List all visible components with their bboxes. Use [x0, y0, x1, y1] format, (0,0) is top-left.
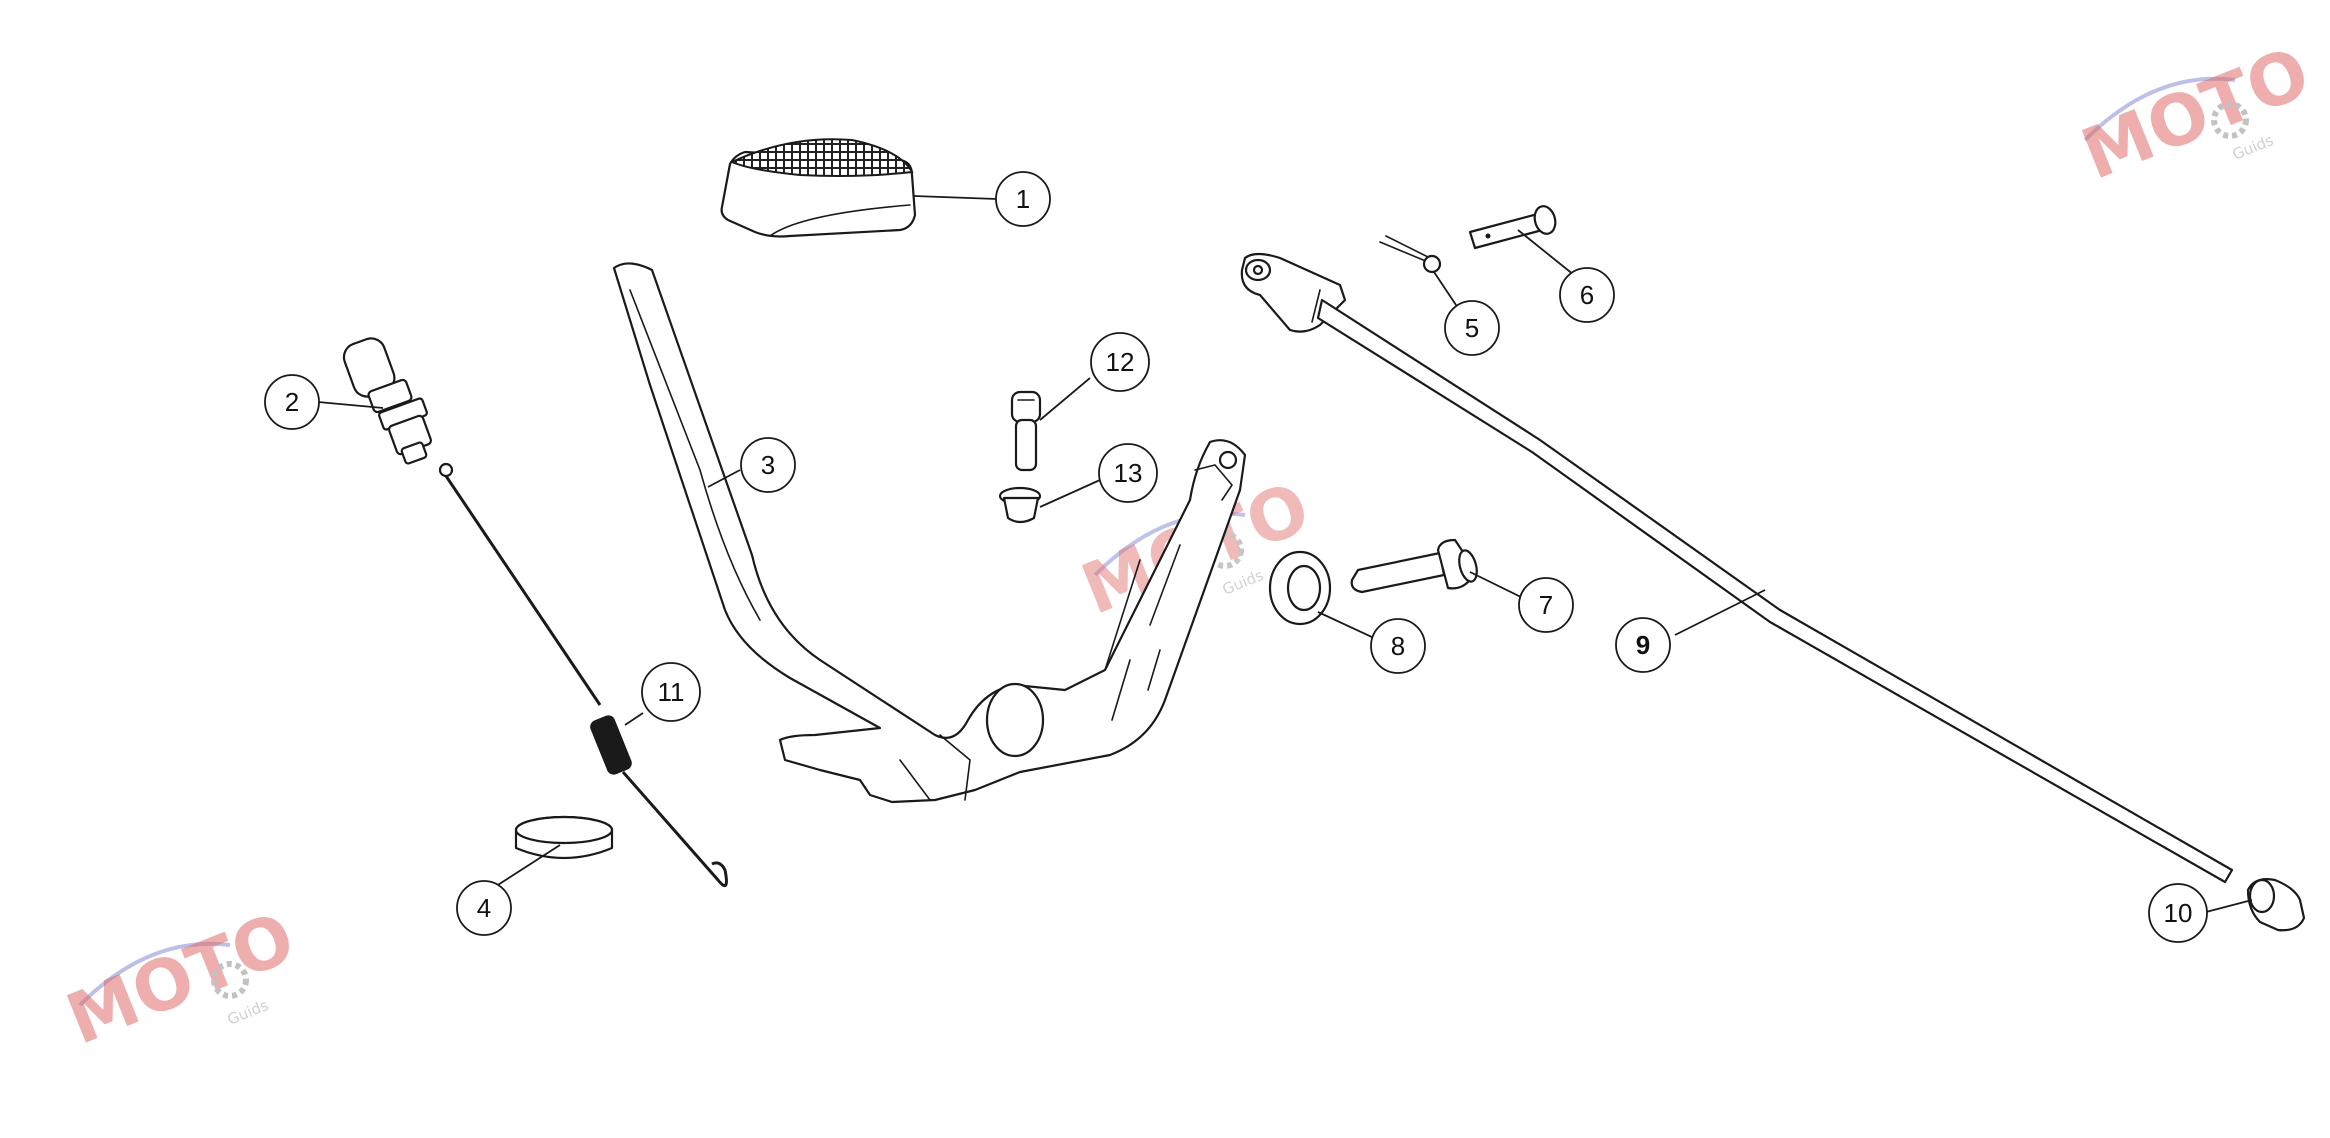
callout-2: 2 — [264, 374, 320, 430]
callout-label: 9 — [1636, 630, 1650, 660]
callout-label: 10 — [2164, 898, 2193, 928]
callout-label: 7 — [1539, 590, 1553, 620]
callout-label: 5 — [1465, 313, 1479, 343]
callout-label: 6 — [1580, 280, 1594, 310]
part-bushing-13 — [998, 486, 1042, 524]
part-bolt-12 — [1010, 390, 1042, 472]
callout-label: 3 — [761, 450, 775, 480]
part-clevis-pin — [1468, 205, 1557, 250]
part-pivot-bolt — [1350, 538, 1478, 594]
callout-label: 8 — [1391, 631, 1405, 661]
callout-label: 13 — [1114, 458, 1143, 488]
part-brake-light-switch — [342, 337, 454, 478]
callout-label: 4 — [477, 893, 491, 923]
callout-10: 10 — [2148, 883, 2208, 943]
part-disc-4 — [514, 815, 614, 860]
callout-8: 8 — [1370, 618, 1426, 674]
part-brake-pedal — [612, 262, 1247, 804]
callout-label: 12 — [1106, 347, 1135, 377]
callout-11: 11 — [641, 662, 701, 722]
part-pedal-pad — [720, 138, 917, 238]
callout-5: 5 — [1444, 300, 1500, 356]
callout-13: 13 — [1098, 443, 1158, 503]
part-rod-nut — [2246, 878, 2306, 932]
part-return-spring — [444, 475, 728, 888]
callout-12: 12 — [1090, 332, 1150, 392]
callout-9: 9 — [1615, 617, 1671, 673]
watermark-top-right: MOTO Guids — [2071, 31, 2321, 196]
part-brake-rod — [1240, 252, 2234, 884]
callout-1: 1 — [995, 171, 1051, 227]
callout-7: 7 — [1518, 577, 1574, 633]
watermark-brand: MOTO — [2071, 31, 2321, 196]
callout-6: 6 — [1559, 267, 1615, 323]
callout-label: 2 — [285, 387, 299, 417]
callout-label: 11 — [658, 677, 685, 707]
callout-4: 4 — [456, 880, 512, 936]
watermark-brand: MOTO — [56, 896, 306, 1061]
part-washer — [1268, 550, 1332, 626]
part-cotter-pin — [1379, 235, 1442, 274]
callout-3: 3 — [740, 437, 796, 493]
watermark-bottom-left: MOTO Guids — [56, 896, 306, 1061]
callout-label: 1 — [1016, 184, 1030, 214]
leader-lines — [317, 195, 2253, 913]
